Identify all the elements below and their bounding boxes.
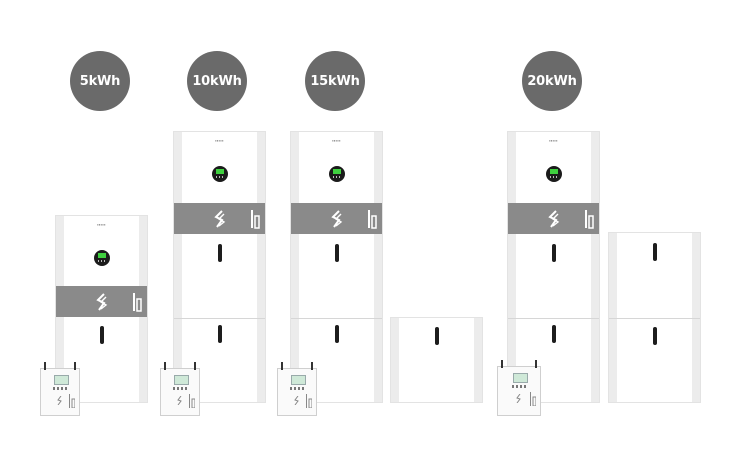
wifi-antenna-icon xyxy=(194,362,196,370)
side-rail xyxy=(174,132,182,402)
slot-indicator-icon xyxy=(434,327,439,345)
module-seam xyxy=(508,318,599,319)
battery-stack-20kwh: ▪▪▪▪▪ xyxy=(507,131,600,403)
slot-indicator-icon xyxy=(551,325,556,343)
side-rail xyxy=(257,132,265,402)
wifi-antenna-icon xyxy=(501,360,503,368)
module-keys xyxy=(53,387,69,390)
battery-stack-10kwh: ▪▪▪▪▪ xyxy=(173,131,266,403)
side-logo-icon xyxy=(69,394,75,408)
wifi-antenna-icon xyxy=(535,360,537,368)
wifi-module xyxy=(40,362,80,416)
wifi-module xyxy=(277,362,317,416)
side-rail xyxy=(374,132,382,402)
brand-marking: ▪▪▪▪▪ xyxy=(332,138,341,143)
slot-indicator-icon xyxy=(334,244,339,262)
brand-logo-icon xyxy=(294,396,299,405)
brand-logo-icon xyxy=(95,292,107,311)
expansion-battery-module xyxy=(390,317,483,403)
badge-20kwh: 20kWh xyxy=(522,51,582,111)
gray-band xyxy=(174,203,265,234)
wifi-module xyxy=(497,360,541,416)
side-logo-icon xyxy=(189,394,195,408)
side-logo-icon xyxy=(133,292,142,312)
side-rail xyxy=(591,132,599,402)
side-rail xyxy=(609,233,617,402)
wifi-antenna-icon xyxy=(281,362,283,370)
module-keys xyxy=(173,387,189,390)
badge-15kwh-label: 15kWh xyxy=(310,73,360,89)
module-keys xyxy=(512,385,528,388)
side-logo-icon xyxy=(530,392,536,406)
slot-indicator-icon xyxy=(217,244,222,262)
side-logo-icon xyxy=(368,209,377,229)
brand-logo-icon xyxy=(57,396,62,405)
badge-10kwh-label: 10kWh xyxy=(192,73,242,89)
badge-10kwh: 10kWh xyxy=(187,51,247,111)
wifi-antenna-icon xyxy=(311,362,313,370)
brand-marking: ▪▪▪▪▪ xyxy=(549,138,558,143)
slot-indicator-icon xyxy=(217,325,222,343)
side-rail xyxy=(692,233,700,402)
expansion-battery-stack xyxy=(608,232,701,403)
display-panel-icon xyxy=(211,166,228,182)
brand-logo-icon xyxy=(516,394,521,403)
display-panel-icon xyxy=(93,250,110,266)
slot-indicator-icon xyxy=(99,326,104,344)
slot-indicator-icon xyxy=(652,327,657,345)
battery-stack-15kwh: ▪▪▪▪▪ xyxy=(290,131,383,403)
side-rail xyxy=(391,318,399,402)
slot-indicator-icon xyxy=(652,243,657,261)
brand-logo-icon xyxy=(330,209,342,228)
module-seam xyxy=(609,318,700,319)
module-keys xyxy=(290,387,306,390)
side-rail xyxy=(508,132,516,402)
module-seam xyxy=(291,318,382,319)
brand-marking: ▪▪▪▪▪ xyxy=(215,138,224,143)
brand-logo-icon xyxy=(213,209,225,228)
badge-15kwh: 15kWh xyxy=(305,51,365,111)
gray-band xyxy=(508,203,599,234)
side-logo-icon xyxy=(306,394,312,408)
module-screen xyxy=(291,375,306,385)
wifi-antenna-icon xyxy=(164,362,166,370)
brand-logo-icon xyxy=(547,209,559,228)
gray-band xyxy=(291,203,382,234)
module-screen xyxy=(513,373,528,383)
slot-indicator-icon xyxy=(334,325,339,343)
module-screen xyxy=(54,375,69,385)
side-rail xyxy=(474,318,482,402)
badge-20kwh-label: 20kWh xyxy=(527,73,577,89)
gray-band xyxy=(56,286,147,317)
module-seam xyxy=(174,318,265,319)
slot-indicator-icon xyxy=(551,244,556,262)
side-logo-icon xyxy=(585,209,594,229)
module-screen xyxy=(174,375,189,385)
wifi-antenna-icon xyxy=(44,362,46,370)
brand-marking: ▪▪▪▪▪ xyxy=(97,222,106,227)
side-logo-icon xyxy=(251,209,260,229)
display-panel-icon xyxy=(545,166,562,182)
wifi-module xyxy=(160,362,200,416)
display-panel-icon xyxy=(328,166,345,182)
wifi-antenna-icon xyxy=(74,362,76,370)
badge-5kwh: 5kWh xyxy=(70,51,130,111)
side-rail xyxy=(291,132,299,402)
badge-5kwh-label: 5kWh xyxy=(79,73,121,89)
brand-logo-icon xyxy=(177,396,182,405)
